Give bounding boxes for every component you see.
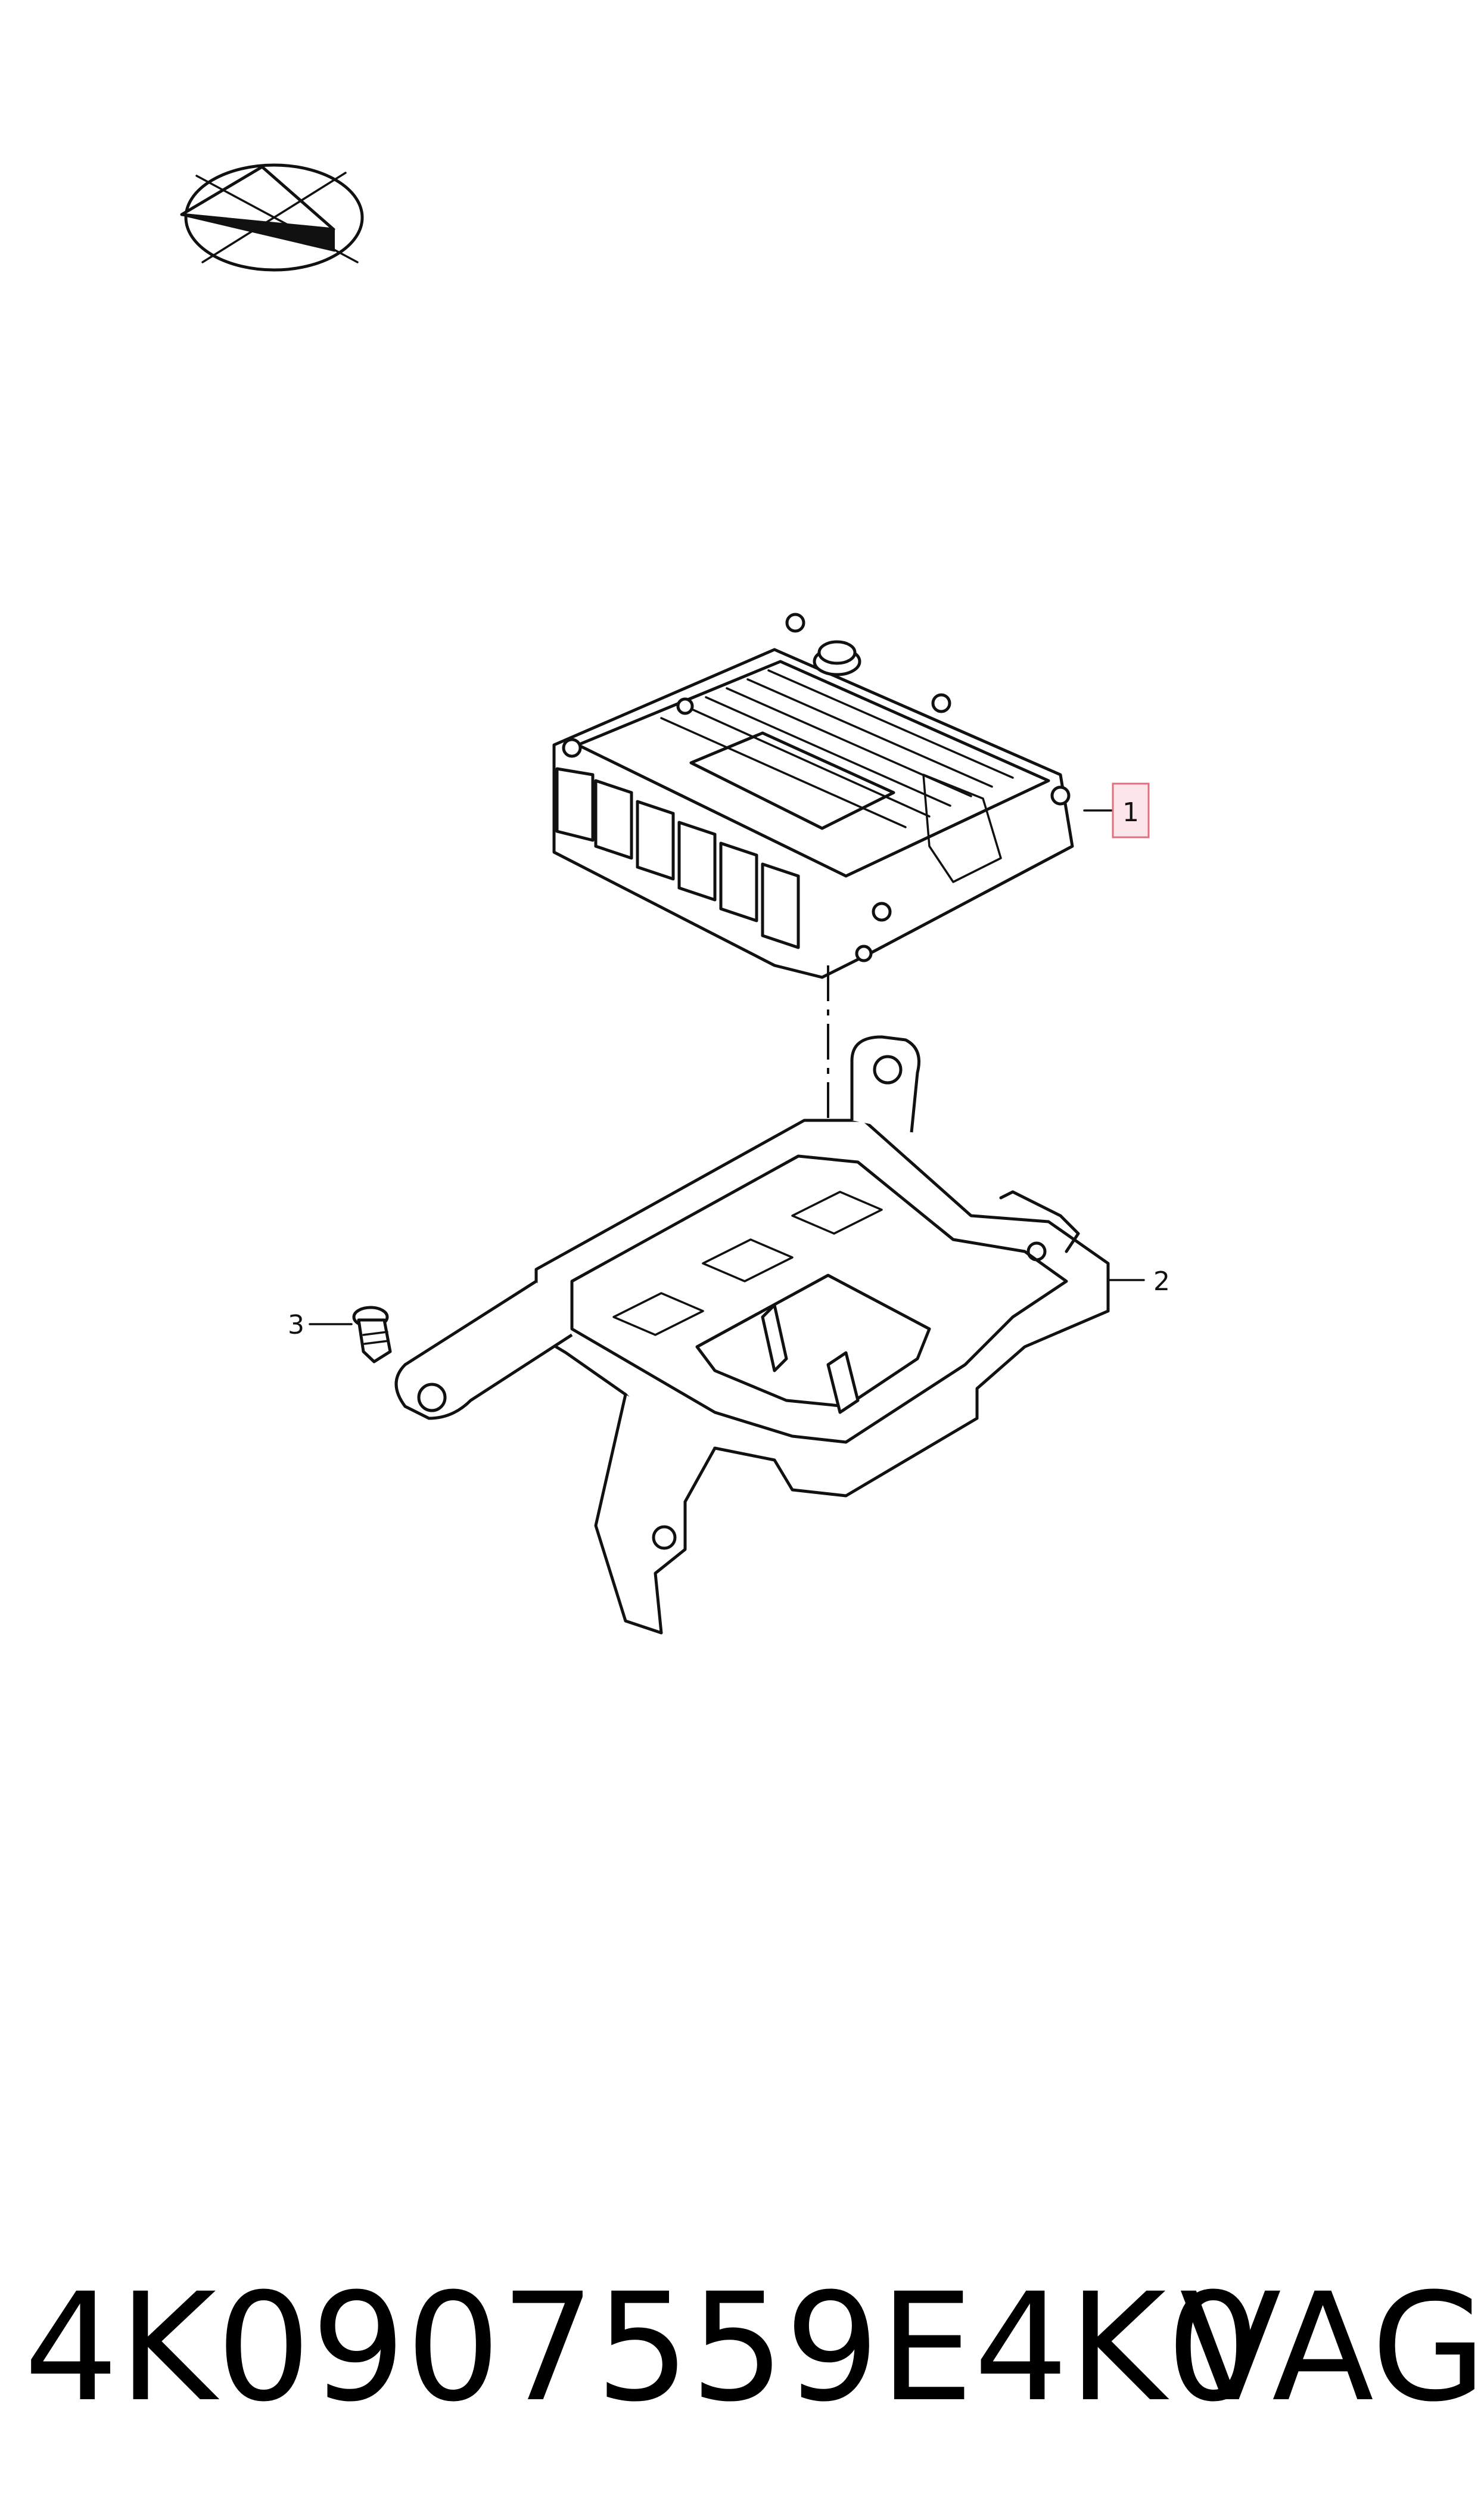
control-unit-part-1[interactable] <box>552 613 1074 979</box>
direction-arrow-icon <box>180 163 364 272</box>
callout-1[interactable]: 1 <box>1083 782 1150 838</box>
callout-3-label: 3 <box>288 1310 304 1340</box>
part-number: 4K0907559E4K0 <box>24 2261 1261 2434</box>
screw-part-3[interactable] <box>352 1306 392 1363</box>
bracket-part-2[interactable] <box>394 1035 1110 1635</box>
footer-caption: 4K0907559E4K0 VAG <box>24 2259 1484 2437</box>
callout-2-label: 2 <box>1153 1266 1170 1297</box>
callout-1-highlight <box>1112 782 1150 838</box>
callout-1-label: 1 <box>1122 797 1139 828</box>
brand-label: VAG <box>1180 2261 1484 2434</box>
callout-2[interactable]: 2 <box>1107 1266 1170 1297</box>
callout-3[interactable]: 3 <box>288 1310 353 1340</box>
